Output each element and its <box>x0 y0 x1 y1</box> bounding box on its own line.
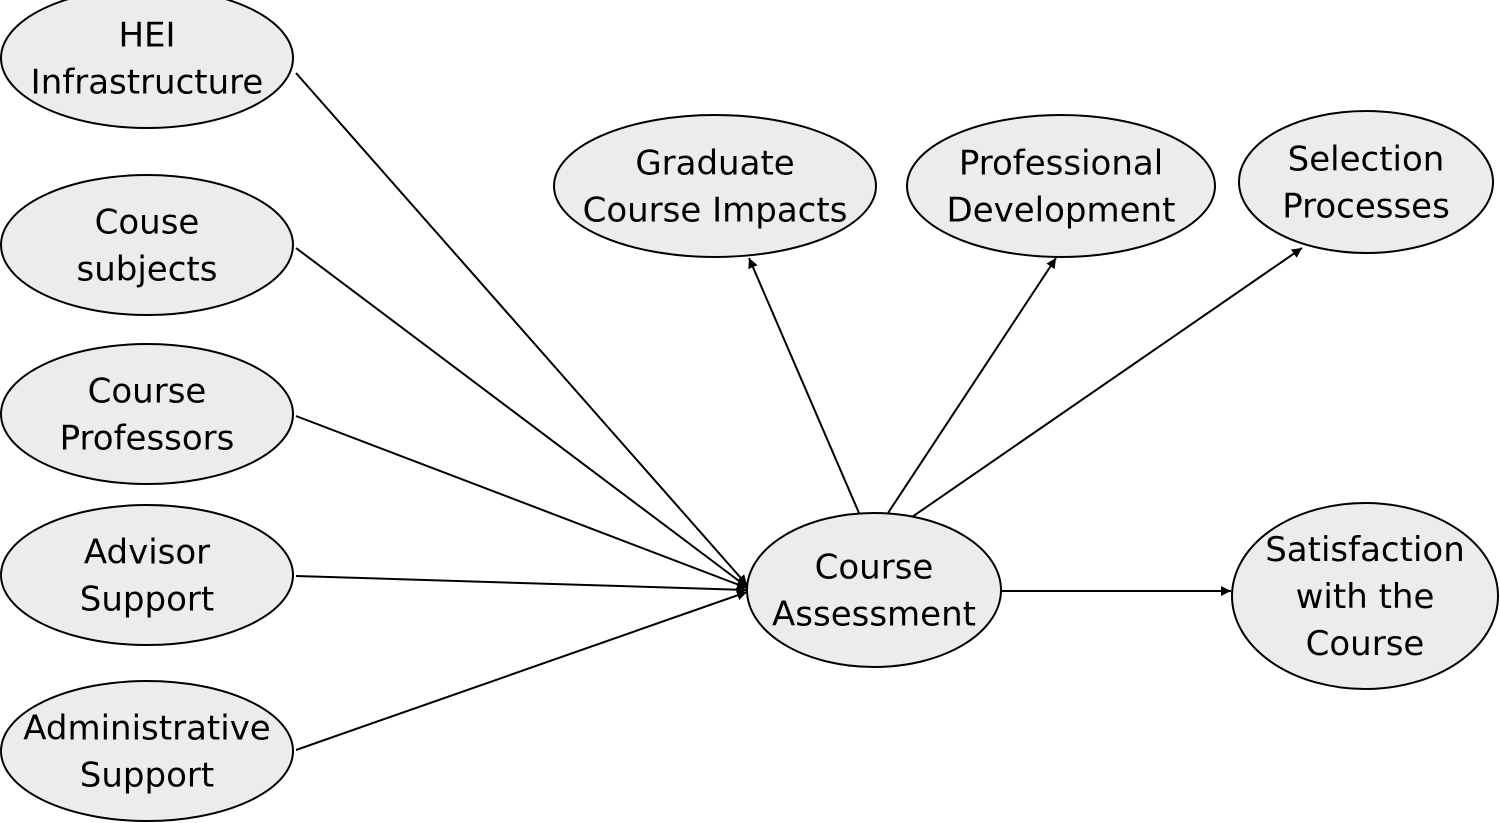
node-label-advisor-support-line-2: Support <box>80 579 214 619</box>
node-hei-infrastructure: HEI Infrastructure <box>0 0 294 129</box>
node-label-selection-processes-line-2: Processes <box>1282 186 1450 226</box>
node-label-course-assessment-line-2: Assessment <box>772 594 976 634</box>
node-ellipse-graduate-course-impacts <box>553 114 877 258</box>
node-label-professional-development-line-1: Professional <box>959 143 1163 183</box>
node-label-course-assessment-line-1: Course <box>815 547 934 587</box>
node-ellipse-course-assessment <box>746 512 1002 668</box>
node-ellipse-selection-processes <box>1238 110 1494 254</box>
node-ellipse-course-subjects <box>0 174 294 316</box>
arrow-course-assessment-to-graduate-course-impacts <box>748 257 860 514</box>
edges <box>295 72 1303 751</box>
node-label-satisfaction-with-course-line-3: Course <box>1306 624 1425 664</box>
node-course-subjects: Couse subjects <box>0 174 294 316</box>
node-ellipse-administrative-support <box>0 680 294 822</box>
arrow-course-professors-to-course-assessment <box>295 415 748 590</box>
node-label-course-professors-line-2: Professors <box>60 418 235 458</box>
node-ellipse-hei-infrastructure <box>0 0 294 129</box>
node-label-course-professors-line-1: Course <box>88 371 207 411</box>
arrow-course-subjects-to-course-assessment <box>295 247 748 588</box>
node-label-course-subjects-line-2: subjects <box>77 249 218 289</box>
node-label-hei-infrastructure-line-2: Infrastructure <box>31 62 264 102</box>
arrow-administrative-support-to-course-assessment <box>295 590 748 751</box>
node-label-hei-infrastructure-line-1: HEI <box>118 15 175 55</box>
node-label-administrative-support-line-2: Support <box>80 755 214 795</box>
node-ellipse-advisor-support <box>0 504 294 646</box>
arrow-course-assessment-to-professional-development <box>887 257 1057 514</box>
arrow-course-assessment-to-selection-processes <box>911 247 1303 518</box>
node-ellipse-course-professors <box>0 343 294 485</box>
node-label-professional-development-line-2: Development <box>947 190 1176 230</box>
node-label-graduate-course-impacts-line-2: Course Impacts <box>583 190 848 230</box>
node-label-selection-processes-line-1: Selection <box>1288 139 1445 179</box>
node-ellipse-professional-development <box>906 114 1216 258</box>
arrow-advisor-support-to-course-assessment <box>295 575 748 595</box>
node-label-satisfaction-with-course-line-1: Satisfaction <box>1265 530 1465 570</box>
node-label-advisor-support-line-1: Advisor <box>84 532 210 572</box>
node-label-satisfaction-with-course-line-2: with the <box>1296 577 1435 617</box>
node-label-course-subjects-line-1: Couse <box>95 202 200 242</box>
arrow-hei-infrastructure-to-course-assessment <box>295 72 748 586</box>
node-label-administrative-support-line-1: Administrative <box>23 708 270 748</box>
node-label-graduate-course-impacts-line-1: Graduate <box>635 143 794 183</box>
node-ellipse-satisfaction-with-course <box>1231 502 1499 690</box>
